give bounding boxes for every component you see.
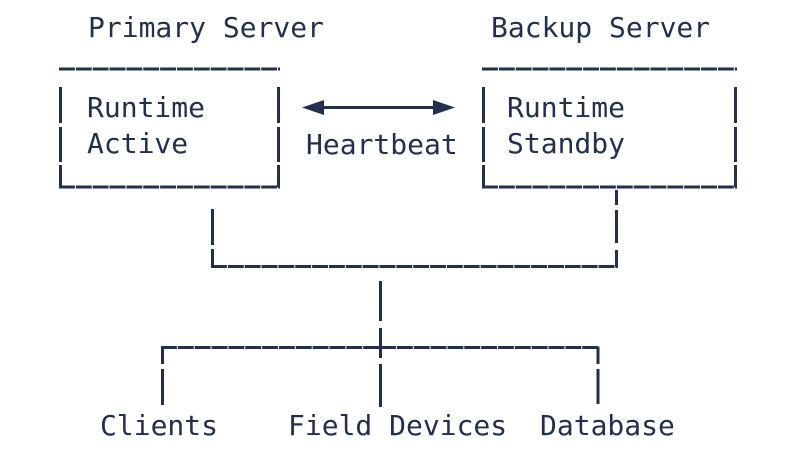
heartbeat-label: Heartbeat <box>306 128 458 161</box>
heartbeat-arrow <box>302 100 455 115</box>
backup-server-box <box>482 67 737 189</box>
database-label: Database <box>540 409 675 442</box>
primary-runtime-label: Runtime <box>87 91 206 124</box>
backup-server-title: Backup Server <box>491 11 711 44</box>
clients-label: Clients <box>100 409 219 442</box>
primary-server-box <box>59 67 280 189</box>
field-devices-label: Field Devices <box>288 409 508 442</box>
heartbeat-arrow-head-right <box>433 100 455 115</box>
backup-runtime-label: Runtime <box>507 91 626 124</box>
primary-server-title: Primary Server <box>88 11 325 44</box>
primary-status-label: Active <box>87 127 189 160</box>
heartbeat-arrow-head-left <box>302 100 324 115</box>
backup-status-label: Standby <box>507 127 626 160</box>
